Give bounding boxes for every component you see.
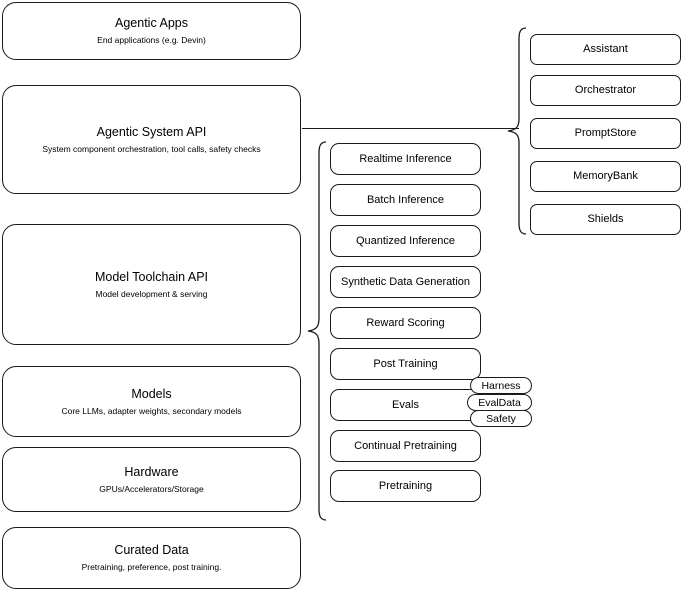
- component-box-memorybank[interactable]: MemoryBank: [530, 161, 681, 192]
- component-label: MemoryBank: [573, 170, 638, 182]
- capability-box-evals[interactable]: Evals: [330, 389, 481, 421]
- component-box-orchestrator[interactable]: Orchestrator: [530, 75, 681, 106]
- component-label: Orchestrator: [574, 84, 637, 96]
- capability-box-batch-inference[interactable]: Batch Inference: [330, 184, 481, 216]
- evals-subitem-harness[interactable]: Harness: [470, 377, 532, 394]
- capability-label: Post Training: [373, 357, 438, 370]
- layer-box-model-toolchain-api[interactable]: Model Toolchain API Model development & …: [2, 224, 301, 345]
- layer-box-agentic-system-api[interactable]: Agentic System API System component orch…: [2, 85, 301, 194]
- evals-subitem-safety[interactable]: Safety: [470, 410, 532, 427]
- evals-subitem-label: EvalData: [478, 396, 521, 409]
- capability-label: Quantized Inference: [355, 234, 456, 247]
- layer-subtitle: System component orchestration, tool cal…: [42, 143, 261, 154]
- component-label: Shields: [587, 213, 624, 225]
- capability-label: Evals: [392, 398, 419, 411]
- layer-subtitle: Model development & serving: [95, 288, 208, 299]
- layer-box-agentic-apps[interactable]: Agentic Apps End applications (e.g. Devi…: [2, 2, 301, 60]
- component-label: Assistant: [583, 43, 628, 55]
- layer-title: Models: [131, 386, 172, 401]
- layer-subtitle: Pretraining, preference, post training.: [81, 562, 222, 572]
- layer-box-hardware[interactable]: Hardware GPUs/Accelerators/Storage: [2, 447, 301, 512]
- layer-title: Hardware: [124, 464, 179, 479]
- capability-label: Batch Inference: [366, 193, 445, 206]
- capability-label: Continual Pretraining: [354, 439, 457, 452]
- layer-subtitle: Core LLMs, adapter weights, secondary mo…: [61, 405, 242, 416]
- capability-label: Reward Scoring: [366, 316, 445, 329]
- layer-box-curated-data[interactable]: Curated Data Pretraining, preference, po…: [2, 527, 301, 589]
- capability-label: Synthetic Data Generation: [340, 275, 471, 288]
- layer-subtitle: GPUs/Accelerators/Storage: [99, 483, 204, 494]
- layer-title: Curated Data: [114, 543, 189, 557]
- capability-label: Realtime Inference: [359, 152, 452, 165]
- component-box-shields[interactable]: Shields: [530, 204, 681, 235]
- component-box-assistant[interactable]: Assistant: [530, 34, 681, 65]
- layer-title: Agentic System API: [96, 124, 207, 139]
- capability-box-synthetic-data-generation[interactable]: Synthetic Data Generation: [330, 266, 481, 298]
- capability-box-realtime-inference[interactable]: Realtime Inference: [330, 143, 481, 175]
- evals-subitem-label: Safety: [486, 412, 516, 425]
- layer-subtitle: End applications (e.g. Devin): [97, 35, 206, 45]
- capability-box-pretraining[interactable]: Pretraining: [330, 470, 481, 502]
- component-label: PromptStore: [574, 127, 637, 139]
- bracket-toolchain-capabilities: [307, 141, 327, 521]
- layer-title: Agentic Apps: [115, 16, 188, 30]
- capability-box-post-training[interactable]: Post Training: [330, 348, 481, 380]
- capability-box-quantized-inference[interactable]: Quantized Inference: [330, 225, 481, 257]
- component-box-promptstore[interactable]: PromptStore: [530, 118, 681, 149]
- bracket-system-components: [507, 27, 527, 235]
- connector-line-system-api-to-components: [302, 128, 519, 129]
- capability-label: Pretraining: [378, 479, 433, 492]
- evals-subitem-label: Harness: [481, 379, 521, 392]
- layer-box-models[interactable]: Models Core LLMs, adapter weights, secon…: [2, 366, 301, 437]
- layer-title: Model Toolchain API: [94, 269, 209, 284]
- evals-subitem-evaldata[interactable]: EvalData: [467, 394, 532, 411]
- capability-box-reward-scoring[interactable]: Reward Scoring: [330, 307, 481, 339]
- capability-box-continual-pretraining[interactable]: Continual Pretraining: [330, 430, 481, 462]
